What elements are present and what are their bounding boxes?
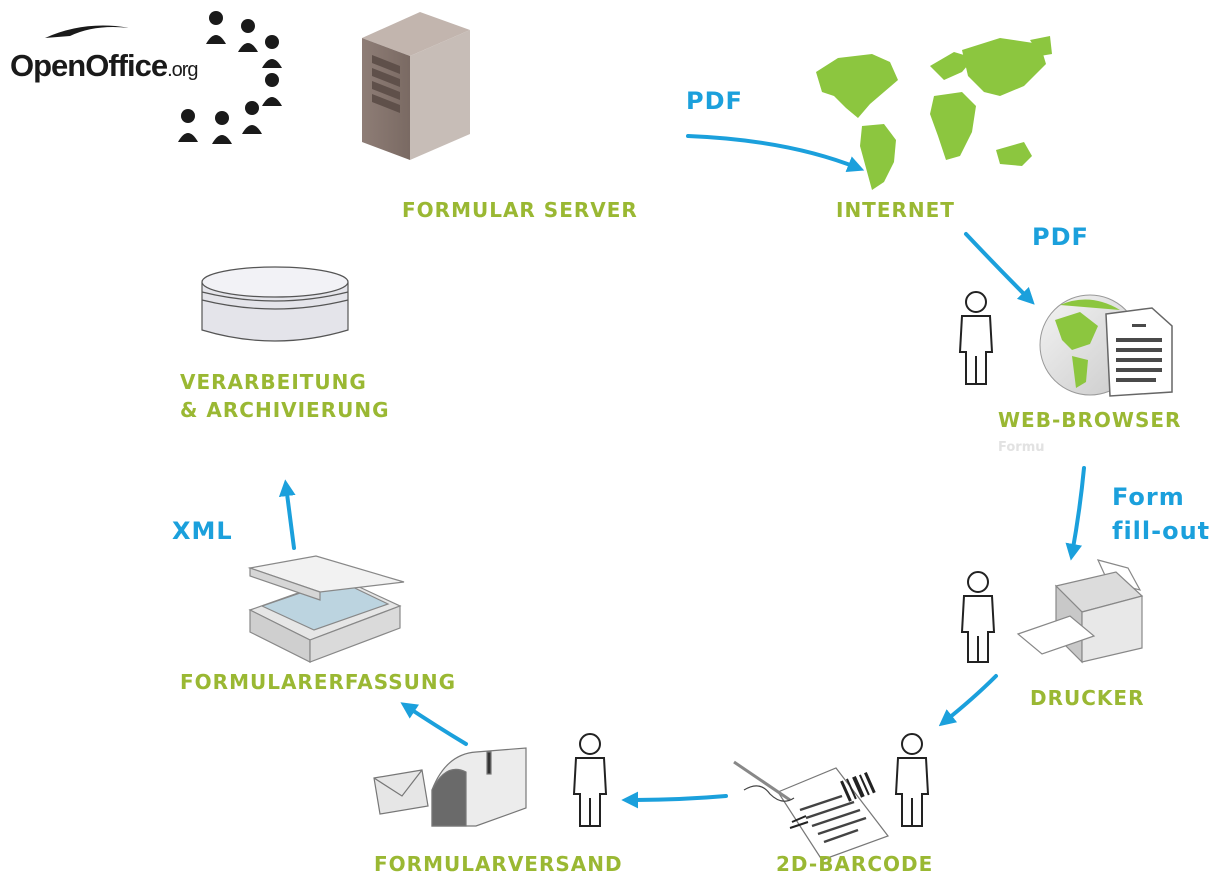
arrow-label-fill-out: fill-out xyxy=(1112,517,1211,545)
logo-suffix: .org xyxy=(167,59,198,81)
label-2d-barcode: 2D-BARCODE xyxy=(776,852,934,876)
person-printer-icon xyxy=(960,571,996,663)
openoffice-logo-text: OpenOffice.org xyxy=(10,48,199,84)
label-verarbeitung: VERARBEITUNG xyxy=(180,370,367,394)
globe-document-icon xyxy=(1039,294,1173,397)
barcode-2d-icon xyxy=(840,772,876,802)
world-map-icon xyxy=(816,36,1052,190)
label-formularversand: FORMULARVERSAND xyxy=(374,852,623,876)
server-drive-bays-icon xyxy=(372,55,400,113)
arrow-printer-to-barcode xyxy=(938,674,998,727)
logo-name: OpenOffice xyxy=(10,48,168,83)
arrow-browser-to-printer xyxy=(1065,466,1086,561)
arrow-mail-to-scanner xyxy=(400,702,468,746)
arrow-internet-to-browser xyxy=(964,232,1035,305)
scanner-icon xyxy=(247,555,405,663)
label-formularerfassung: FORMULARERFASSUNG xyxy=(180,670,457,694)
signed-barcode-document-icon xyxy=(733,760,889,861)
arrow-label-pdf-1: PDF xyxy=(686,87,743,115)
label-internet: INTERNET xyxy=(836,198,955,222)
label-web-browser-sub: Formu xyxy=(998,440,1045,455)
person-mail-icon xyxy=(572,733,608,827)
server-icon xyxy=(362,12,470,160)
document-lines-icon xyxy=(1116,324,1162,382)
person-browser-icon xyxy=(958,291,994,385)
person-barcode-icon xyxy=(894,733,930,827)
arrow-label-xml: XML xyxy=(172,517,233,545)
database-icon xyxy=(201,266,349,342)
label-formular-server: FORMULAR SERVER xyxy=(402,198,638,222)
label-web-browser: WEB-BROWSER xyxy=(998,408,1182,432)
arrow-barcode-to-mail xyxy=(621,791,728,809)
printer-icon xyxy=(1016,559,1144,664)
mailbox-letter-icon xyxy=(373,747,527,827)
logo-people-icon xyxy=(178,11,282,144)
arrow-label-pdf-2: PDF xyxy=(1032,223,1089,251)
label-drucker: DRUCKER xyxy=(1030,686,1145,710)
openoffice-logo-icon xyxy=(45,11,282,144)
arrow-label-form: Form xyxy=(1112,483,1185,511)
arrow-scanner-to-archive xyxy=(278,479,296,550)
arrow-server-to-internet xyxy=(686,134,865,173)
label-archivierung: & ARCHIVIERUNG xyxy=(180,398,390,422)
